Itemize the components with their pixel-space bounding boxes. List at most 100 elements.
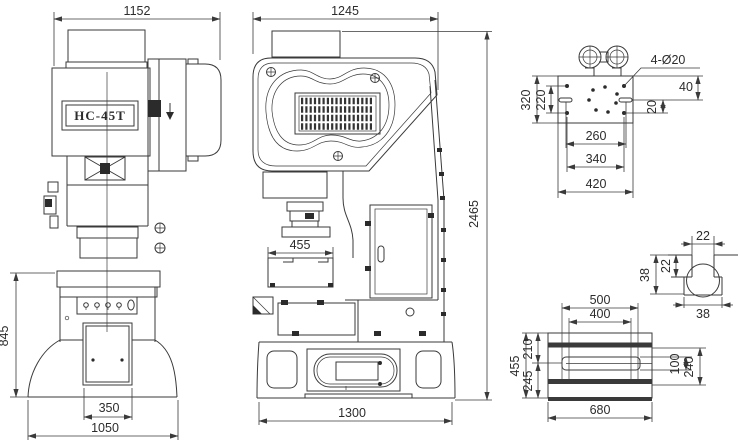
dim-1300: 1300 [338,406,366,420]
slide-stack [262,171,331,238]
guard-screw-cross [333,151,343,161]
front-adjust-bolt [100,163,110,174]
t-slot-dimensions: 22 38 22 38 [638,229,733,321]
front-machine-outline [51,29,161,342]
bracket-dark [253,305,262,314]
dim-2465: 2465 [467,200,481,228]
side-guard-kidney-inner [271,73,390,146]
side-guard-screws [266,67,380,161]
base-window-bolt [120,358,124,362]
front-nameplate-text: HC-45T [74,108,126,123]
t-slot-cavity [686,263,720,298]
door-outer [369,204,433,299]
panel-knob [94,302,100,308]
door-handle [377,245,385,263]
dim-1245: 1245 [331,4,359,18]
dim-210: 210 [521,339,535,360]
grille-louvers [301,97,374,130]
dim-350: 350 [99,401,120,415]
bolster-dimensions: 500 400 455 210 245 100 240 680 [508,293,706,422]
panel-knob [105,302,111,308]
pedal-oval-outer [313,353,398,388]
dim-220: 220 [534,90,548,111]
leader-4xd20 [623,67,700,87]
pedal-bolt [378,361,382,365]
callout-4xd20: 4-Ø20 [651,53,686,67]
pedal-plate [335,361,379,381]
table-tslot-notches [283,257,329,263]
dim-38-bottom: 38 [696,307,710,321]
panel-knob-stems [85,307,120,310]
handwheel-cross [579,46,601,68]
front-base-legs [27,322,178,398]
bolt-hole [591,88,595,92]
side-guard-outline [252,57,438,172]
front-belt-arrow [166,112,174,120]
side-table [267,257,334,288]
dim-245: 245 [521,371,535,392]
table-foot [270,283,275,287]
bolt-hole [614,101,618,105]
dim-680: 680 [590,403,611,417]
front-motor-clamp [148,100,161,117]
handwheel-cross [606,46,628,68]
dim-260: 260 [586,129,607,143]
dim-1152: 1152 [124,4,151,18]
control-panel-box [76,296,138,315]
dim-420: 420 [586,177,607,191]
front-right-fittings [154,222,166,254]
t-slot-detail: 22 38 22 38 [638,229,738,321]
plate-slot [618,97,633,103]
dim-320: 320 [519,90,533,111]
plate-slot [558,97,573,103]
slide-bolt [305,213,314,219]
dim-400: 400 [590,307,611,321]
right-handle-cross [155,243,165,253]
dim-100: 100 [668,354,682,375]
panel-knob [83,302,89,308]
ext-lines-right [640,347,706,386]
right-handle-cross [155,223,165,233]
panel-knob [116,302,122,308]
table-block [267,257,334,288]
table-foot [328,283,333,287]
front-left-fitting-dark [45,199,52,207]
t-slot-profile [668,254,738,296]
dim-455-bolster: 455 [508,356,522,377]
side-guard-inner [257,62,432,167]
side-view: 1245 455 1300 2465 [252,4,492,425]
ext-lines-1050 [27,400,179,440]
bracket-diagonal [252,296,271,315]
side-dimensions: 1245 455 1300 2465 [252,4,492,425]
ext-lines-320-220 [532,75,565,124]
corner-hole [565,84,569,88]
dim-22-left: 22 [659,259,673,273]
front-dimensions: 1152 845 350 1050 [0,4,221,440]
guard-screw-cross [266,67,276,77]
side-pedal-bracket [252,296,274,315]
pedal-recess [306,348,401,392]
ext-lines-845 [10,272,55,398]
bolt-hole [603,85,607,89]
dim-40: 40 [679,80,693,94]
dim-500: 500 [590,293,611,307]
base-cutout-right [415,350,442,389]
bolt-hole [587,98,591,102]
side-base [256,341,456,399]
door-inner [374,208,428,295]
base-outline [256,341,456,399]
slide-plate-dimensions: 4-Ø20 40 20 320 220 260 340 420 [519,53,703,198]
handwheels [578,45,629,77]
dim-22-top: 22 [696,229,710,243]
bolt-hole [606,110,610,114]
dim-240: 240 [682,357,696,378]
side-door [369,204,433,317]
bolt-hole [594,108,598,112]
dim-455-side: 455 [290,238,311,252]
bolster-detail: 500 400 455 210 245 100 240 680 [508,293,706,422]
ext-lines-1245 [252,12,439,90]
front-view: HC-45T 1152 845 [0,4,222,440]
base-cutout-left [266,350,298,389]
